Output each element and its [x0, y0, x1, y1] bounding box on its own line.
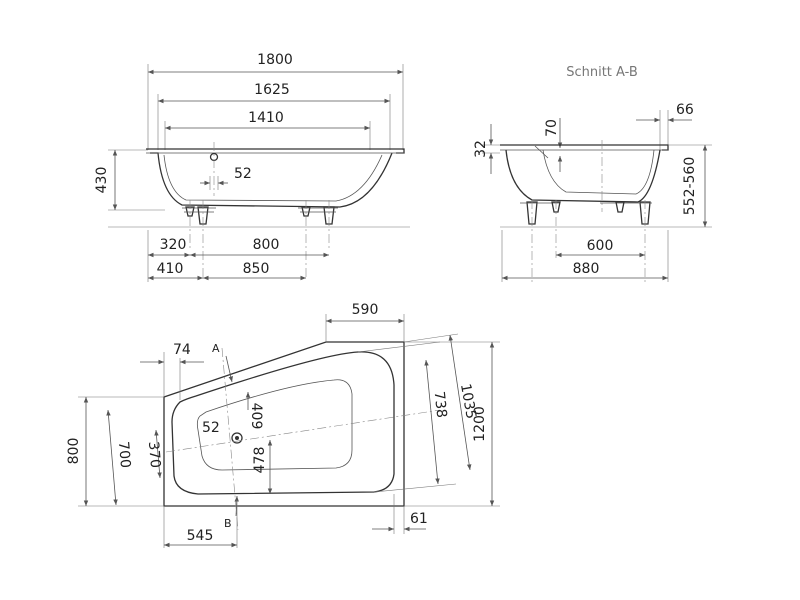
label-head-inner: 370 [145, 441, 163, 469]
label-height-range: 552-560 [682, 157, 698, 216]
cut-label-a: A [212, 342, 220, 355]
tub-rim [146, 148, 405, 154]
label-corner-offset: 74 [173, 342, 191, 358]
plan-outer-outline [163, 341, 405, 507]
plan-axis-centerline [165, 409, 441, 453]
cut-arrow-b [234, 495, 239, 517]
label-rim-height: 32 [473, 140, 489, 158]
label-width-inner: 1625 [254, 82, 290, 98]
front-view: 1800 1625 1410 430 52 [94, 52, 410, 282]
section-foot-right [600, 201, 652, 225]
cut-arrow-a [225, 355, 233, 383]
label-height: 430 [94, 167, 110, 194]
label-inner-length: 738 [431, 390, 450, 418]
dimension-line-head-outer [106, 409, 118, 506]
cut-line [221, 347, 239, 531]
plan-inner-rim [171, 351, 395, 495]
section-title: Schnitt A-B [566, 65, 638, 80]
label-head-outer: 700 [115, 441, 133, 469]
extension-line [373, 483, 457, 493]
label-right-offset: 61 [410, 511, 428, 527]
dimension-line-outer-length [448, 334, 472, 471]
section-inner-outline [542, 149, 655, 195]
label-rim-lip: 66 [676, 102, 694, 118]
label-rim-offset: 70 [544, 119, 560, 137]
label-top-width: 590 [352, 302, 379, 318]
label-drain-diameter: 52 [234, 166, 252, 182]
label-foot-span-2: 850 [243, 261, 270, 277]
dimension-line-head-inner [154, 429, 162, 479]
section-body-outline [505, 149, 661, 203]
drain-center-icon [235, 436, 239, 440]
label-drain-front: 478 [252, 447, 268, 474]
plan-view: 52 A B 409 478 370 700 800 74 59 [66, 302, 500, 548]
tub-body-outline [150, 152, 393, 208]
label-width: 880 [573, 261, 600, 277]
label-foot-left-2: 410 [157, 261, 184, 277]
label-foot-left-1: 320 [160, 237, 187, 253]
label-width-total: 1800 [257, 52, 293, 68]
label-outer-length: 1035 [457, 382, 479, 420]
section-view: Schnitt A-B 66 70 32 [473, 65, 712, 282]
tub-foot-left [182, 206, 216, 225]
label-width-bottom: 1410 [248, 110, 284, 126]
tub-foot-right [298, 206, 338, 225]
label-drain-back: 409 [248, 403, 264, 430]
extension-line [357, 341, 441, 353]
plan-inner-bottom [196, 379, 353, 471]
drain-icon [231, 432, 243, 444]
dimension-line-inner-length [424, 359, 440, 485]
label-bottom-left: 545 [187, 528, 214, 544]
label-left-height: 800 [66, 438, 82, 465]
section-rim [500, 144, 669, 151]
section-foot-left [520, 201, 561, 225]
label-foot-span-1: 800 [253, 237, 280, 253]
cut-label-b: B [224, 517, 232, 530]
label-foot-span: 600 [587, 238, 614, 254]
label-right-height: 1200 [472, 406, 488, 442]
label-plan-drain: 52 [202, 420, 220, 436]
section-inner-edge [534, 145, 549, 159]
tub-inner-outline [163, 154, 383, 202]
